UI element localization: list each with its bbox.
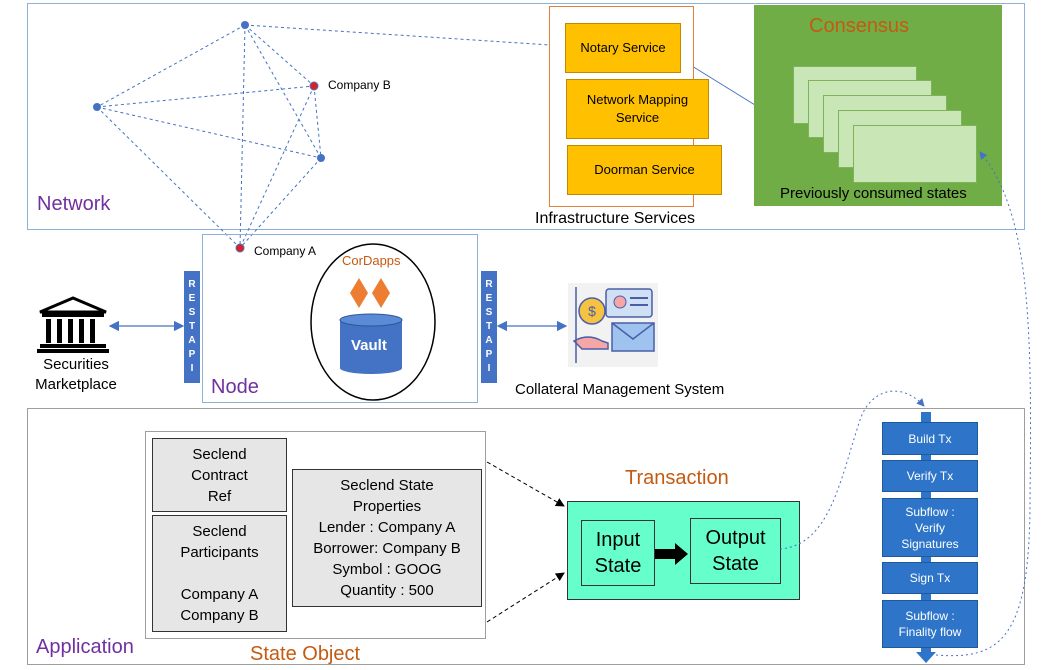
cordapps-diagram — [310, 243, 436, 401]
network-edge — [239, 24, 246, 249]
node-region — [202, 234, 478, 403]
dashed-arrow — [486, 461, 565, 507]
network-edge — [96, 85, 315, 108]
network-edge — [239, 157, 322, 249]
company-a-label: Company A — [254, 244, 317, 258]
subflow-finality-step: Subflow :Finality flow — [882, 600, 978, 648]
application-label: Application — [36, 636, 134, 658]
flow-arrowhead-icon — [916, 652, 936, 663]
notary-service: Notary Service — [565, 23, 681, 73]
network-node — [317, 154, 325, 162]
network-label: Network — [37, 193, 111, 215]
build-tx-step: Build Tx — [882, 422, 978, 455]
sign-tx-step: Sign Tx — [882, 562, 978, 594]
network-edge — [313, 85, 322, 159]
network-node — [241, 21, 249, 29]
network-region — [27, 3, 1025, 230]
network-edge — [244, 24, 551, 46]
network-edge — [96, 24, 246, 108]
collateral-management-label: Collateral Management System — [515, 381, 725, 398]
state-properties-card: Seclend State Properties Lender : Compan… — [292, 469, 482, 607]
transaction-label: Transaction — [625, 467, 729, 489]
network-edge — [244, 24, 322, 159]
vault-label: Vault — [351, 337, 387, 354]
participants-card: Seclend Participants Company A Company B — [152, 515, 287, 632]
dashed-arrow — [486, 572, 565, 623]
doorman-service: Doorman Service — [567, 145, 722, 195]
finality-to-consensus-curve — [935, 151, 1032, 657]
vault-cylinder — [339, 313, 403, 374]
bank-icon — [37, 296, 109, 353]
state-object-label: State Object — [250, 643, 361, 665]
collateral-icon: $ — [568, 283, 658, 367]
verify-tx-step: Verify Tx — [882, 460, 978, 492]
consensus-caption: Previously consumed states — [780, 185, 967, 202]
state-sheet — [853, 125, 977, 183]
contract-ref-card: Seclend Contract Ref — [152, 438, 287, 512]
network-mapping-service: Network Mapping Service — [566, 79, 709, 139]
output-to-flow-curve — [779, 390, 925, 550]
company-a-node — [235, 243, 245, 253]
diamond-icon — [350, 278, 368, 308]
svg-text:$: $ — [588, 303, 596, 319]
infrastructure-services-label: Infrastructure Services — [535, 210, 696, 227]
cordapps-label: CorDapps — [342, 253, 401, 268]
diamond-icon — [372, 278, 390, 308]
consensus-title: Consensus — [809, 15, 910, 37]
network-edge — [96, 106, 322, 159]
company-b-label: Company B — [328, 78, 391, 92]
network-node — [93, 103, 101, 111]
node-label: Node — [211, 376, 259, 398]
application-region — [27, 408, 1025, 665]
company-b-node — [309, 81, 319, 91]
input-output-arrow — [655, 543, 688, 565]
